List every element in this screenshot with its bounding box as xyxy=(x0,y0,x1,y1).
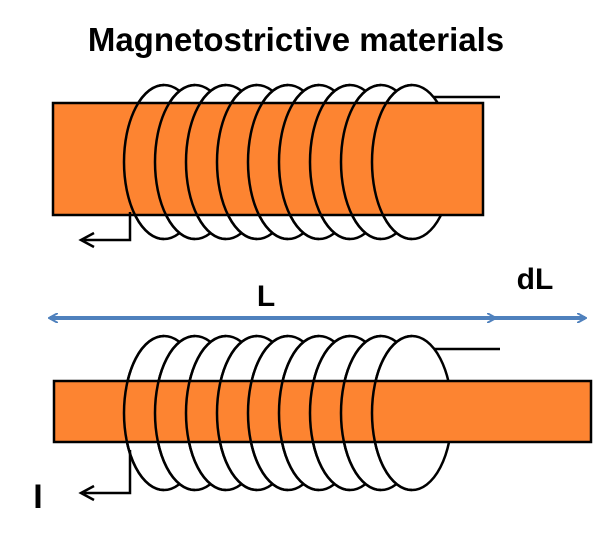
top-coil-turn-front xyxy=(308,83,351,241)
diagram-title: Magnetostrictive materials xyxy=(88,21,504,58)
bottom-current-arrowhead xyxy=(78,484,95,502)
top-coil-front-turns xyxy=(122,83,413,241)
dimension-arrows: L dL xyxy=(50,263,585,318)
bottom-coil-turn-front xyxy=(215,334,258,492)
top-coil-assembly xyxy=(51,83,500,249)
current-label: I xyxy=(33,478,42,516)
top-coil-turn-front xyxy=(215,83,258,241)
length-label: L xyxy=(257,280,275,313)
top-rod xyxy=(51,101,485,217)
top-coil-lead-in xyxy=(84,212,132,242)
bottom-coil-turn-front xyxy=(184,334,227,492)
bottom-coil-assembly: I xyxy=(33,334,593,516)
top-coil-turn-front xyxy=(122,83,165,241)
bottom-coil-turn-front xyxy=(370,334,413,492)
top-coil-turn-front xyxy=(246,83,289,241)
bottom-coil-turn-front xyxy=(246,334,289,492)
top-coil-turn-front xyxy=(184,83,227,241)
top-coil-turn-front xyxy=(339,83,382,241)
top-coil-turn-front xyxy=(370,83,413,241)
bottom-coil-lead-in xyxy=(84,450,132,495)
bottom-coil-turn-front xyxy=(122,334,165,492)
bottom-coil-turn-front xyxy=(339,334,382,492)
bottom-coil-front-turns xyxy=(122,334,413,492)
bottom-coil-turn-front xyxy=(308,334,351,492)
top-coil-turn-front xyxy=(277,83,320,241)
bottom-coil-turn-front xyxy=(153,334,196,492)
top-coil-turn-front xyxy=(153,83,196,241)
bottom-coil-turn-front xyxy=(277,334,320,492)
length-change-label: dL xyxy=(517,263,554,296)
top-current-arrowhead xyxy=(78,231,95,249)
bottom-rod xyxy=(52,379,593,444)
